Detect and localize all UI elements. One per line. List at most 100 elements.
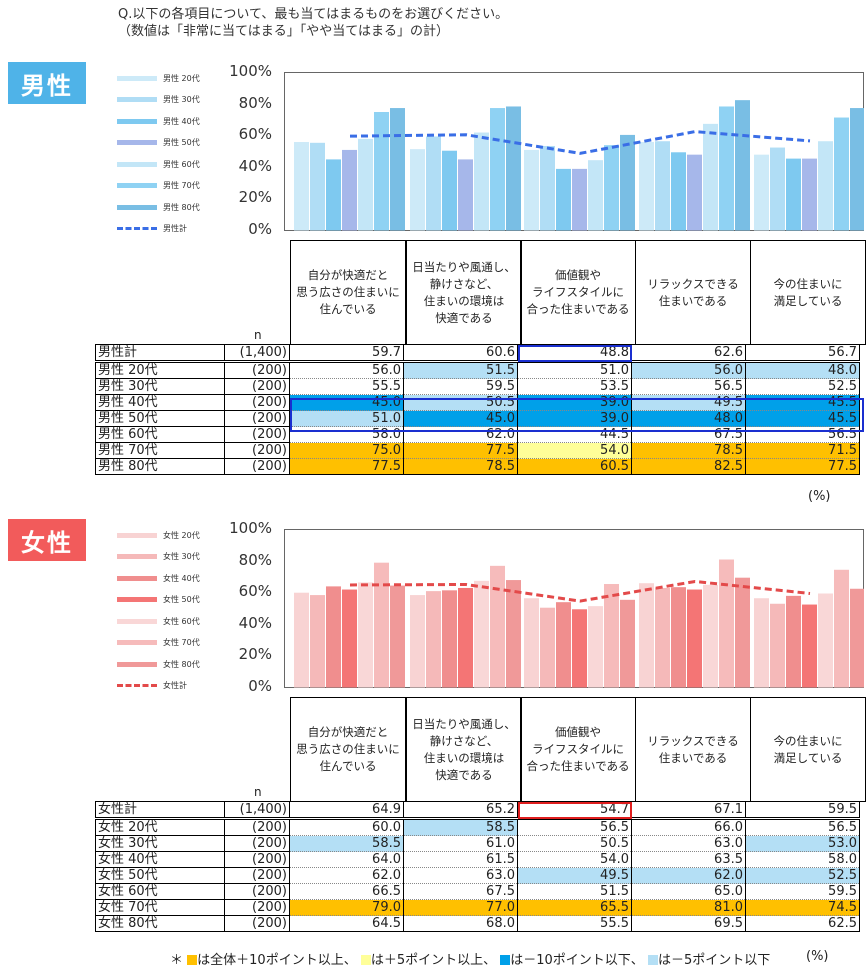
legend-entry: 男性 80代 <box>117 201 200 213</box>
bar <box>390 108 405 231</box>
bar <box>802 158 817 231</box>
male-ytick: 100% <box>229 62 272 80</box>
footnote-light-blue: は－5ポイント以下 <box>657 953 771 968</box>
bar <box>556 602 571 688</box>
legend-swatch <box>117 575 157 581</box>
legend-swatch <box>117 183 157 188</box>
row-label: 男性 50代 <box>95 410 225 427</box>
total-line <box>349 579 811 603</box>
row-n: (200) <box>224 899 290 916</box>
question-text: Q.以下の各項目について、最も当てはまるものをお選びください。 （数値は「非常に… <box>118 7 509 39</box>
female-bar-chart <box>284 529 864 688</box>
bar <box>639 142 654 231</box>
highlight-box-40-50 <box>290 398 864 432</box>
legend-swatch <box>117 661 157 667</box>
value-cell: 58.5 <box>403 818 518 836</box>
legend-swatch <box>117 75 157 81</box>
value-cell: 74.5 <box>745 899 860 916</box>
legend-label: 男性 60代 <box>163 159 200 169</box>
value-cell: 62.0 <box>631 867 746 884</box>
legend-entry: 女性 20代 <box>117 529 200 541</box>
female-ytick: 100% <box>229 519 272 537</box>
legend-entry: 女性 60代 <box>117 615 200 627</box>
row-label: 男性計 <box>95 344 225 363</box>
bar <box>410 595 425 688</box>
bar <box>390 585 405 688</box>
value-cell: 58.0 <box>745 851 860 868</box>
legend-label: 女性 60代 <box>163 616 200 626</box>
male-ytick: 80% <box>238 93 272 112</box>
bar <box>490 108 505 231</box>
value-cell: 51.5 <box>517 883 632 900</box>
legend-entry: 男性 70代 <box>117 180 200 192</box>
legend-entry: 男性 40代 <box>117 115 200 127</box>
value-cell: 67.5 <box>403 883 518 900</box>
bar <box>620 134 635 231</box>
bar <box>410 149 425 231</box>
legend-swatch <box>117 554 157 559</box>
category-header: 価値観や ライフスタイルに 合った住まいである <box>520 697 636 802</box>
female-badge: 女性 <box>8 519 86 561</box>
legend-dash <box>117 684 157 687</box>
row-label: 男性 40代 <box>95 394 225 411</box>
legend-label: 女性 20代 <box>163 530 200 540</box>
bar <box>770 147 785 231</box>
row-n: (200) <box>224 458 290 475</box>
bar <box>770 603 785 688</box>
bar <box>620 599 635 688</box>
bar <box>342 149 357 231</box>
row-label: 女性 30代 <box>95 835 225 852</box>
category-header: 今の住まいに 満足している <box>750 697 866 802</box>
row-label: 女性 80代 <box>95 915 225 932</box>
bar <box>671 587 686 688</box>
bar <box>703 584 718 688</box>
legend-entry-total: 女性計 <box>117 680 187 692</box>
value-cell: 53.5 <box>517 378 632 395</box>
legend-label: 男性 30代 <box>163 95 200 104</box>
male-ytick: 20% <box>238 188 272 207</box>
legend-label: 男性 40代 <box>163 116 200 126</box>
value-cell: 55.5 <box>289 378 404 395</box>
bar <box>524 149 539 231</box>
legend-dash <box>117 227 157 230</box>
bar <box>442 590 457 688</box>
value-cell: 63.0 <box>631 835 746 852</box>
value-cell: 54.0 <box>517 851 632 868</box>
row-n: (200) <box>224 426 290 443</box>
bar <box>834 117 849 231</box>
value-cell: 61.0 <box>403 835 518 852</box>
footnote-prefix: ＊ <box>170 953 184 968</box>
bar <box>326 586 341 688</box>
row-label: 女性 70代 <box>95 899 225 916</box>
value-cell: 55.5 <box>517 915 632 932</box>
value-cell: 59.5 <box>403 378 518 395</box>
legend-entry: 男性 30代 <box>117 94 200 106</box>
value-cell: 54.0 <box>517 442 632 459</box>
value-cell: 50.5 <box>517 835 632 852</box>
value-cell: 67.1 <box>631 801 746 820</box>
row-n: (200) <box>224 867 290 884</box>
row-n: (200) <box>224 851 290 868</box>
value-cell: 77.5 <box>289 458 404 475</box>
row-n: (1,400) <box>224 344 290 363</box>
legend-swatch <box>117 204 157 210</box>
legend-label: 男性 50代 <box>163 138 200 147</box>
n-header: n <box>254 328 262 342</box>
legend-label: 女性 40代 <box>163 573 200 583</box>
value-cell: 78.5 <box>631 442 746 459</box>
row-label: 女性 40代 <box>95 851 225 868</box>
female-ytick: 80% <box>238 550 272 569</box>
value-cell: 64.5 <box>289 915 404 932</box>
female-ytick: 60% <box>238 582 272 601</box>
value-cell: 61.5 <box>403 851 518 868</box>
legend-swatch <box>117 597 157 602</box>
